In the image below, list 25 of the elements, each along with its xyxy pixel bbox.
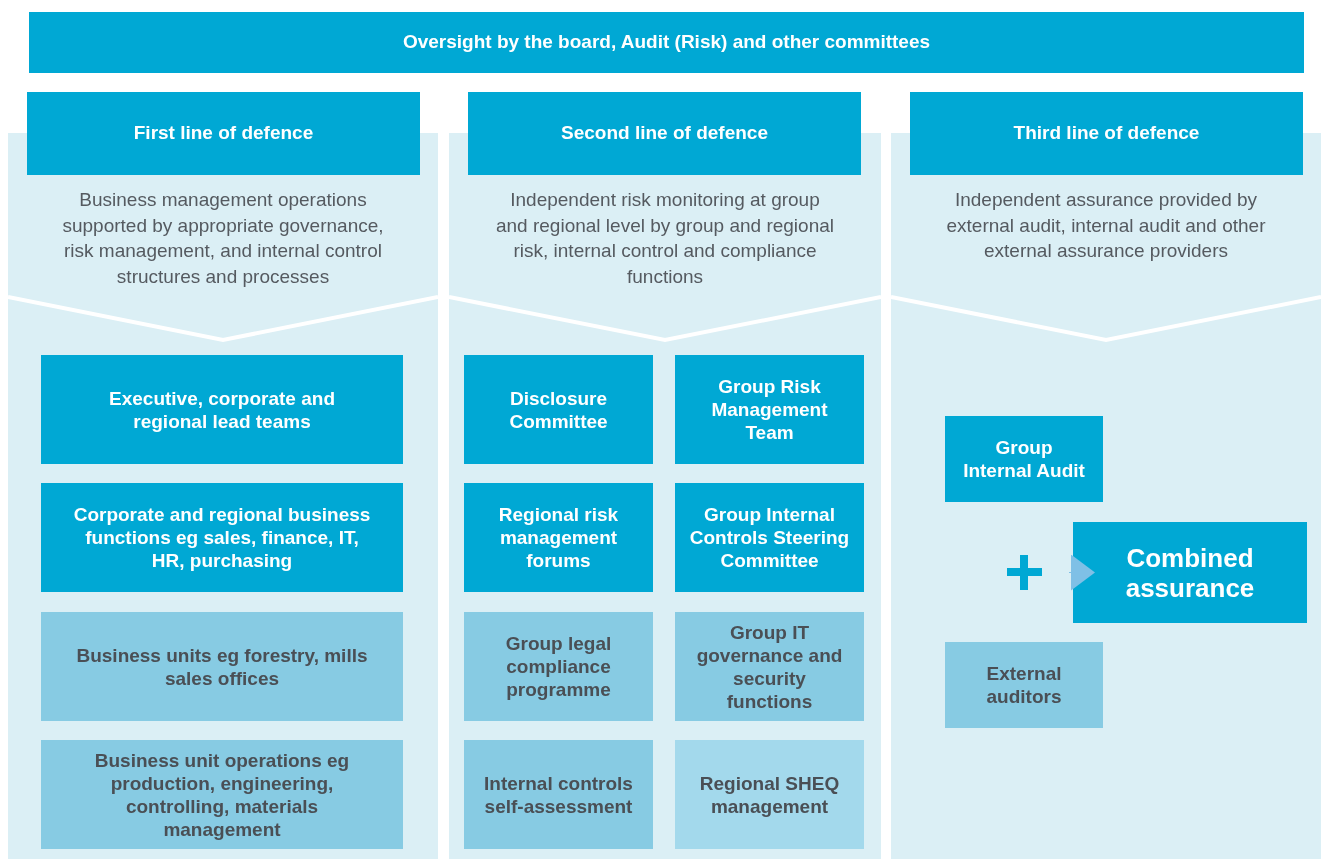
function-box: Internal controls self-assessment	[464, 740, 653, 849]
function-box: Disclosure Committee	[464, 355, 653, 464]
function-box: Regional risk management forums	[464, 483, 653, 592]
function-box: Combined assurance	[1073, 522, 1307, 623]
column-heading: Second line of defence	[468, 92, 861, 175]
oversight-banner: Oversight by the board, Audit (Risk) and other committees	[29, 12, 1304, 73]
function-box: Group legal compliance programme	[464, 612, 653, 721]
defence-column	[8, 92, 438, 859]
function-box: Group Risk Management Team	[675, 355, 864, 464]
function-box: Group Internal Audit	[945, 416, 1103, 502]
function-box: Group IT governance and security functions	[675, 612, 864, 721]
function-box: Executive, corporate and regional lead teams	[41, 355, 403, 464]
column-description: Independent assurance provided by external audit, internal audit and other external assurance providers	[945, 188, 1267, 263]
function-box: Business units eg forestry, mills sales offices	[41, 612, 403, 721]
arrow	[1068, 554, 1095, 591]
function-box: Corporate and regional business functions eg sales, finance, IT, HR, purchasing	[41, 483, 403, 592]
defence-column	[449, 92, 881, 859]
column-description: Independent risk monitoring at group and regional level by group and regional risk, internal control and compliance functions	[495, 188, 835, 289]
column-description: Business management operations supported by appropriate governance, risk management, and internal control structures and processes	[61, 188, 385, 289]
function-box: External auditors	[945, 642, 1103, 728]
function-box: Group Internal Controls Steering Committee	[675, 483, 864, 592]
function-box: Regional SHEQ management	[675, 740, 864, 849]
function-box: Business unit operations eg production, engineering, controlling, materials management	[41, 740, 403, 849]
column-heading: First line of defence	[27, 92, 420, 175]
column-heading: Third line of defence	[910, 92, 1303, 175]
